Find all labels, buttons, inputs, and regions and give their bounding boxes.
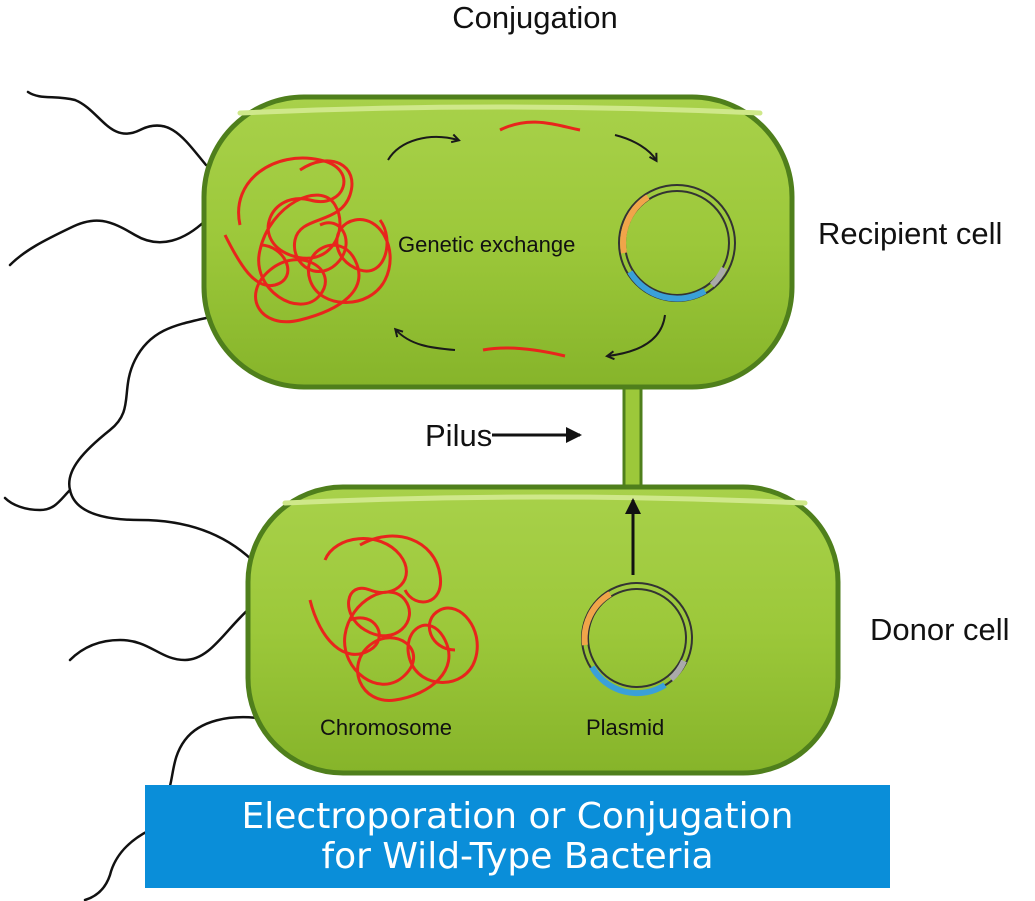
- genetic-exchange-label: Genetic exchange: [398, 232, 575, 257]
- chromosome-label: Chromosome: [320, 715, 452, 740]
- flagellum: [67, 316, 254, 562]
- flagellum: [8, 218, 208, 267]
- pilus-label: Pilus: [425, 418, 492, 453]
- cycle-arrow: [614, 134, 656, 160]
- caption-banner: Electroporation or Conjugation for Wild-…: [145, 785, 890, 888]
- cycle-arrow: [608, 314, 666, 356]
- recipient-cell: [201, 94, 795, 390]
- cycle-arrow: [387, 137, 458, 161]
- donor-cell-label: Donor cell: [870, 612, 1010, 647]
- flagella: [3, 90, 260, 901]
- recipient-chromosome: [223, 156, 392, 324]
- donor-cell: [245, 484, 841, 776]
- pilus: [622, 380, 643, 496]
- recipient-cell-label: Recipient cell: [818, 216, 1002, 251]
- recipient-plasmid: [618, 184, 736, 302]
- donor-plasmid: [581, 582, 693, 697]
- flagellum: [83, 828, 152, 901]
- banner-line-1: Electroporation or Conjugation: [241, 795, 794, 837]
- cycle-arrow: [396, 330, 456, 351]
- donor-chromosome: [308, 534, 479, 702]
- plasmid-label: Plasmid: [586, 715, 664, 740]
- dna-fragment: [499, 120, 581, 132]
- banner-line-2: for Wild-Type Bacteria: [321, 835, 714, 877]
- flagellum: [3, 488, 72, 512]
- dna-fragment: [482, 346, 566, 358]
- flagellum: [68, 606, 252, 662]
- flagellum: [163, 715, 260, 802]
- exchange-cycle: [387, 120, 666, 358]
- flagellum: [26, 90, 208, 167]
- diagram-title: Conjugation: [452, 0, 617, 35]
